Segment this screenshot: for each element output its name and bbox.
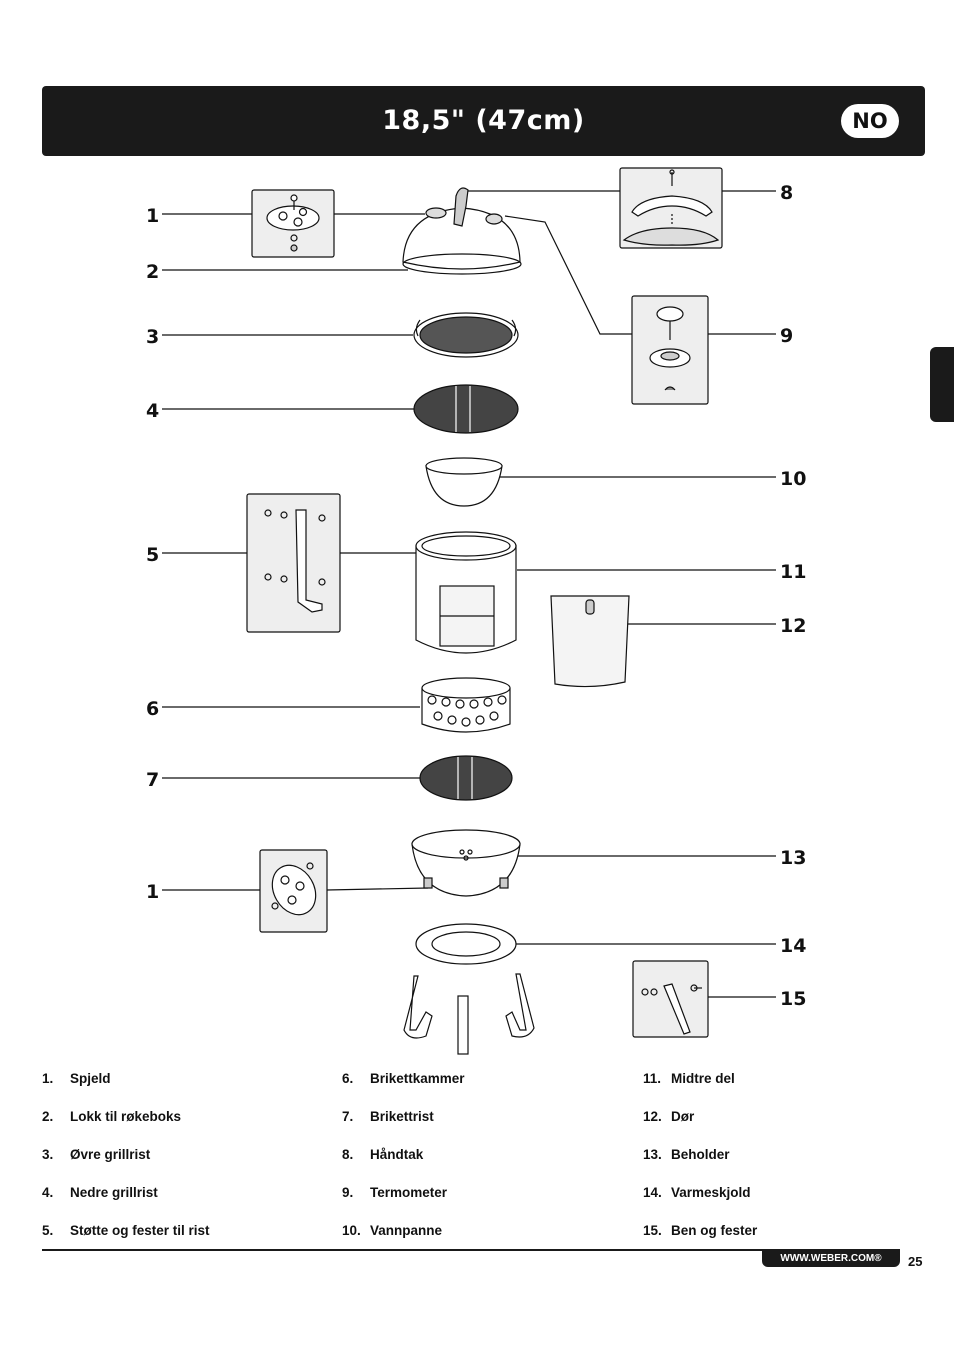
part-item: 13.Beholder: [643, 1147, 730, 1162]
callout-5: 5: [146, 544, 159, 566]
part-item: 12.Dør: [643, 1109, 695, 1124]
callout-12: 12: [780, 615, 806, 637]
callout-4: 4: [146, 400, 159, 422]
language-badge: NO: [841, 104, 899, 138]
callout-7: 7: [146, 769, 159, 791]
door: [550, 595, 630, 688]
lower-cooking-grate: [413, 384, 519, 434]
page-header: 18,5" (47cm) NO: [42, 86, 925, 156]
detail-box-legs: [632, 960, 709, 1038]
callout-11: 11: [780, 561, 806, 583]
parts-list-col-3: 11.Midtre del 12.Dør 13.Beholder 14.Varm…: [643, 1070, 757, 1260]
parts-list-col-2: 6.Brikettkammer 7.Brikettrist 8.Håndtak …: [342, 1070, 465, 1260]
callout-10: 10: [780, 468, 806, 490]
callout-14: 14: [780, 935, 806, 957]
charcoal-chamber: [421, 677, 511, 733]
callout-1-top: 1: [146, 205, 159, 227]
callout-15: 15: [780, 988, 806, 1010]
callout-6: 6: [146, 698, 159, 720]
leader-lines: [162, 190, 776, 998]
part-item: 15.Ben og fester: [643, 1223, 758, 1238]
detail-box-bracket: [246, 493, 341, 633]
section-tab: [930, 347, 954, 422]
footer-rule: [42, 1249, 900, 1251]
part-item: 9.Termometer: [342, 1185, 448, 1200]
legs: [403, 973, 535, 1055]
detail-box-handle: [619, 167, 723, 249]
charcoal-grate: [419, 755, 513, 801]
detail-box-thermometer: [631, 295, 709, 405]
callout-3: 3: [146, 326, 159, 348]
part-item: 6.Brikettkammer: [342, 1071, 465, 1086]
detail-box-damper-bottom: [259, 849, 328, 933]
callout-8: 8: [780, 182, 793, 204]
footer-url: WWW.WEBER.COM®: [762, 1251, 900, 1267]
bowl: [411, 829, 521, 897]
part-item: 8.Håndtak: [342, 1147, 424, 1162]
page-number: 25: [908, 1254, 923, 1269]
part-item: 2.Lokk til røkeboks: [42, 1109, 182, 1124]
part-item: 11.Midtre del: [643, 1071, 735, 1086]
part-item: 5.Støtte og fester til rist: [42, 1223, 210, 1238]
callout-2: 2: [146, 261, 159, 283]
part-item: 4.Nedre grillrist: [42, 1185, 158, 1200]
part-item: 14.Varmeskjold: [643, 1185, 751, 1200]
page-title: 18,5" (47cm): [382, 105, 585, 136]
detail-box-damper-top: [251, 189, 335, 258]
callout-13: 13: [780, 847, 806, 869]
middle-section: [415, 531, 517, 654]
callout-1-bottom: 1: [146, 881, 159, 903]
part-item: 3.Øvre grillrist: [42, 1147, 151, 1162]
callout-9: 9: [780, 325, 793, 347]
upper-cooking-grate: [413, 312, 519, 358]
part-item: 10.Vannpanne: [342, 1223, 443, 1238]
part-item: 1.Spjeld: [42, 1071, 111, 1086]
part-item: 7.Brikettrist: [342, 1109, 434, 1124]
parts-list-col-1: 1.Spjeld 2.Lokk til røkeboks 3.Øvre gril…: [42, 1070, 210, 1260]
smokebox-lid: [402, 187, 522, 275]
exploded-diagram: 1 2 3 4 5 6 7 1 8 9 10 11 12 13 14 15: [146, 167, 806, 1055]
water-pan: [425, 457, 503, 507]
heat-shield: [415, 923, 517, 965]
